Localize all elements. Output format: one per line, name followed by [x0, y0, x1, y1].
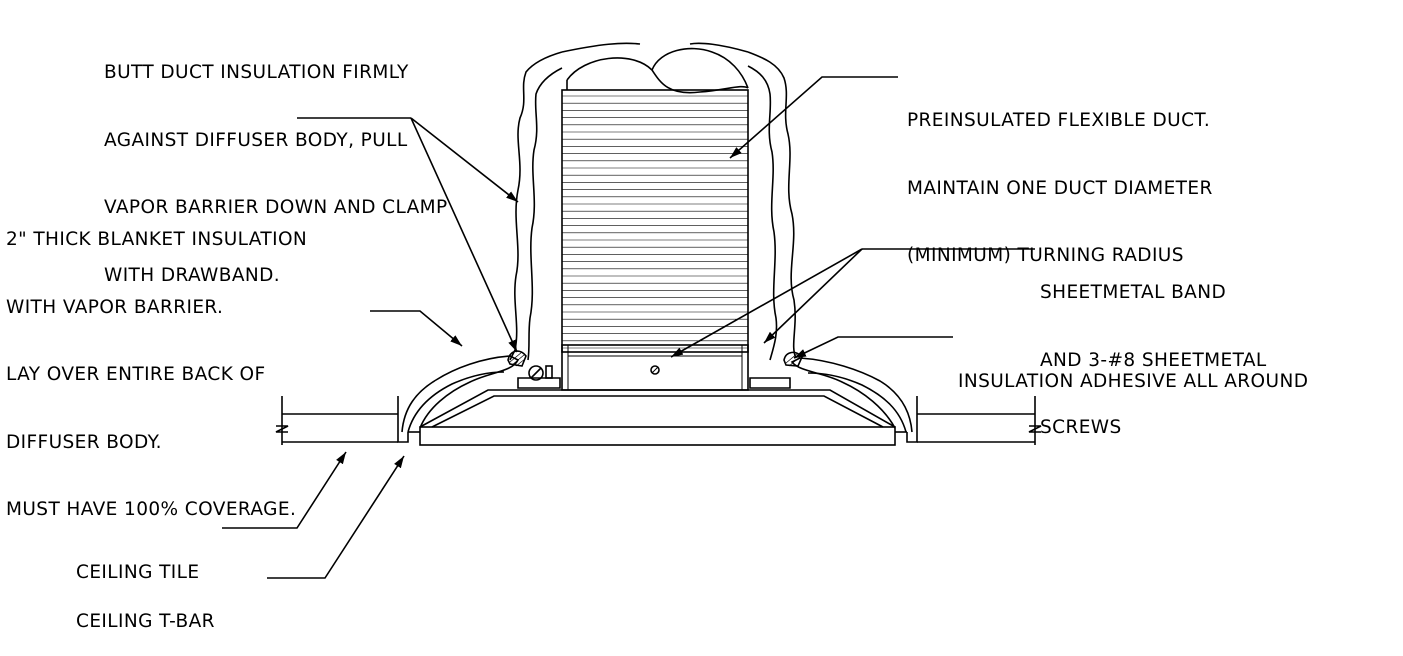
- callout-butt-insulation: BUTT DUCT INSULATION FIRMLY AGAINST DIFF…: [104, 17, 448, 310]
- callout-line: CEILING TILE: [76, 562, 200, 583]
- callout-line: (MINIMUM) TURNING RADIUS: [907, 245, 1184, 266]
- leader-blanket-insulation: [370, 310, 463, 347]
- callout-line: WITH VAPOR BARRIER.: [6, 296, 224, 318]
- ceiling-tbar-right: [906, 396, 918, 443]
- callout-line: WITH DRAWBAND.: [104, 264, 281, 286]
- drawband-clamp-right: [749, 377, 791, 389]
- callout-ceiling-tbar: CEILING T-BAR: [76, 566, 215, 656]
- callout-blanket-insulation: 2" THICK BLANKET INSULATION WITH VAPOR B…: [6, 184, 307, 544]
- leader-insulation-adhesive: [793, 336, 953, 359]
- callout-line: SCREWS: [1040, 417, 1122, 438]
- leader-sheetmetal-band: [670, 248, 1035, 358]
- callout-line: INSULATION ADHESIVE ALL AROUND: [958, 371, 1309, 392]
- leader-butt-insulation: [297, 117, 519, 353]
- callout-line: MAINTAIN ONE DUCT DIAMETER: [907, 177, 1213, 199]
- callout-line: BUTT DUCT INSULATION FIRMLY: [104, 62, 409, 83]
- callout-line: PREINSULATED FLEXIBLE DUCT.: [907, 110, 1211, 131]
- callout-line: AND 3-#8 SHEETMETAL: [1040, 349, 1267, 371]
- ceiling-tbar-left: [397, 396, 409, 443]
- callout-insulation-adhesive: INSULATION ADHESIVE ALL AROUND: [958, 326, 1308, 416]
- callout-line: 2" THICK BLANKET INSULATION: [6, 229, 308, 250]
- callout-line: MUST HAVE 100% COVERAGE.: [6, 499, 297, 520]
- callout-line: SHEETMETAL BAND: [1040, 282, 1227, 303]
- drawband-clamp-left: [517, 365, 561, 389]
- callout-line: CEILING T-BAR: [76, 611, 215, 632]
- callout-line: AGAINST DIFFUSER BODY, PULL: [104, 129, 408, 151]
- diffuser-detail-drawing: [222, 42, 1042, 579]
- callout-flexible-duct: PREINSULATED FLEXIBLE DUCT. MAINTAIN ONE…: [907, 65, 1213, 290]
- diffuser-body: [419, 389, 896, 428]
- callout-sheetmetal-band: SHEETMETAL BAND AND 3-#8 SHEETMETAL SCRE…: [1040, 237, 1267, 462]
- leader-ceiling-tile: [222, 451, 347, 529]
- leader-ceiling-tbar: [267, 455, 405, 579]
- insulation-adhesive-left: [507, 350, 527, 367]
- callout-line: DIFFUSER BODY.: [6, 431, 162, 453]
- leader-flexible-duct: [729, 76, 898, 159]
- flexible-duct-insulation: [509, 42, 797, 361]
- flexible-duct-core: [561, 47, 749, 353]
- callout-line: VAPOR BARRIER DOWN AND CLAMP: [104, 197, 448, 218]
- callout-ceiling-tile: CEILING TILE: [76, 517, 199, 607]
- callout-line: LAY OVER ENTIRE BACK OF: [6, 364, 266, 385]
- ceiling-tile-left: [275, 396, 398, 445]
- diffuser-face-plate: [408, 426, 907, 446]
- ceiling-tile-right: [917, 396, 1042, 445]
